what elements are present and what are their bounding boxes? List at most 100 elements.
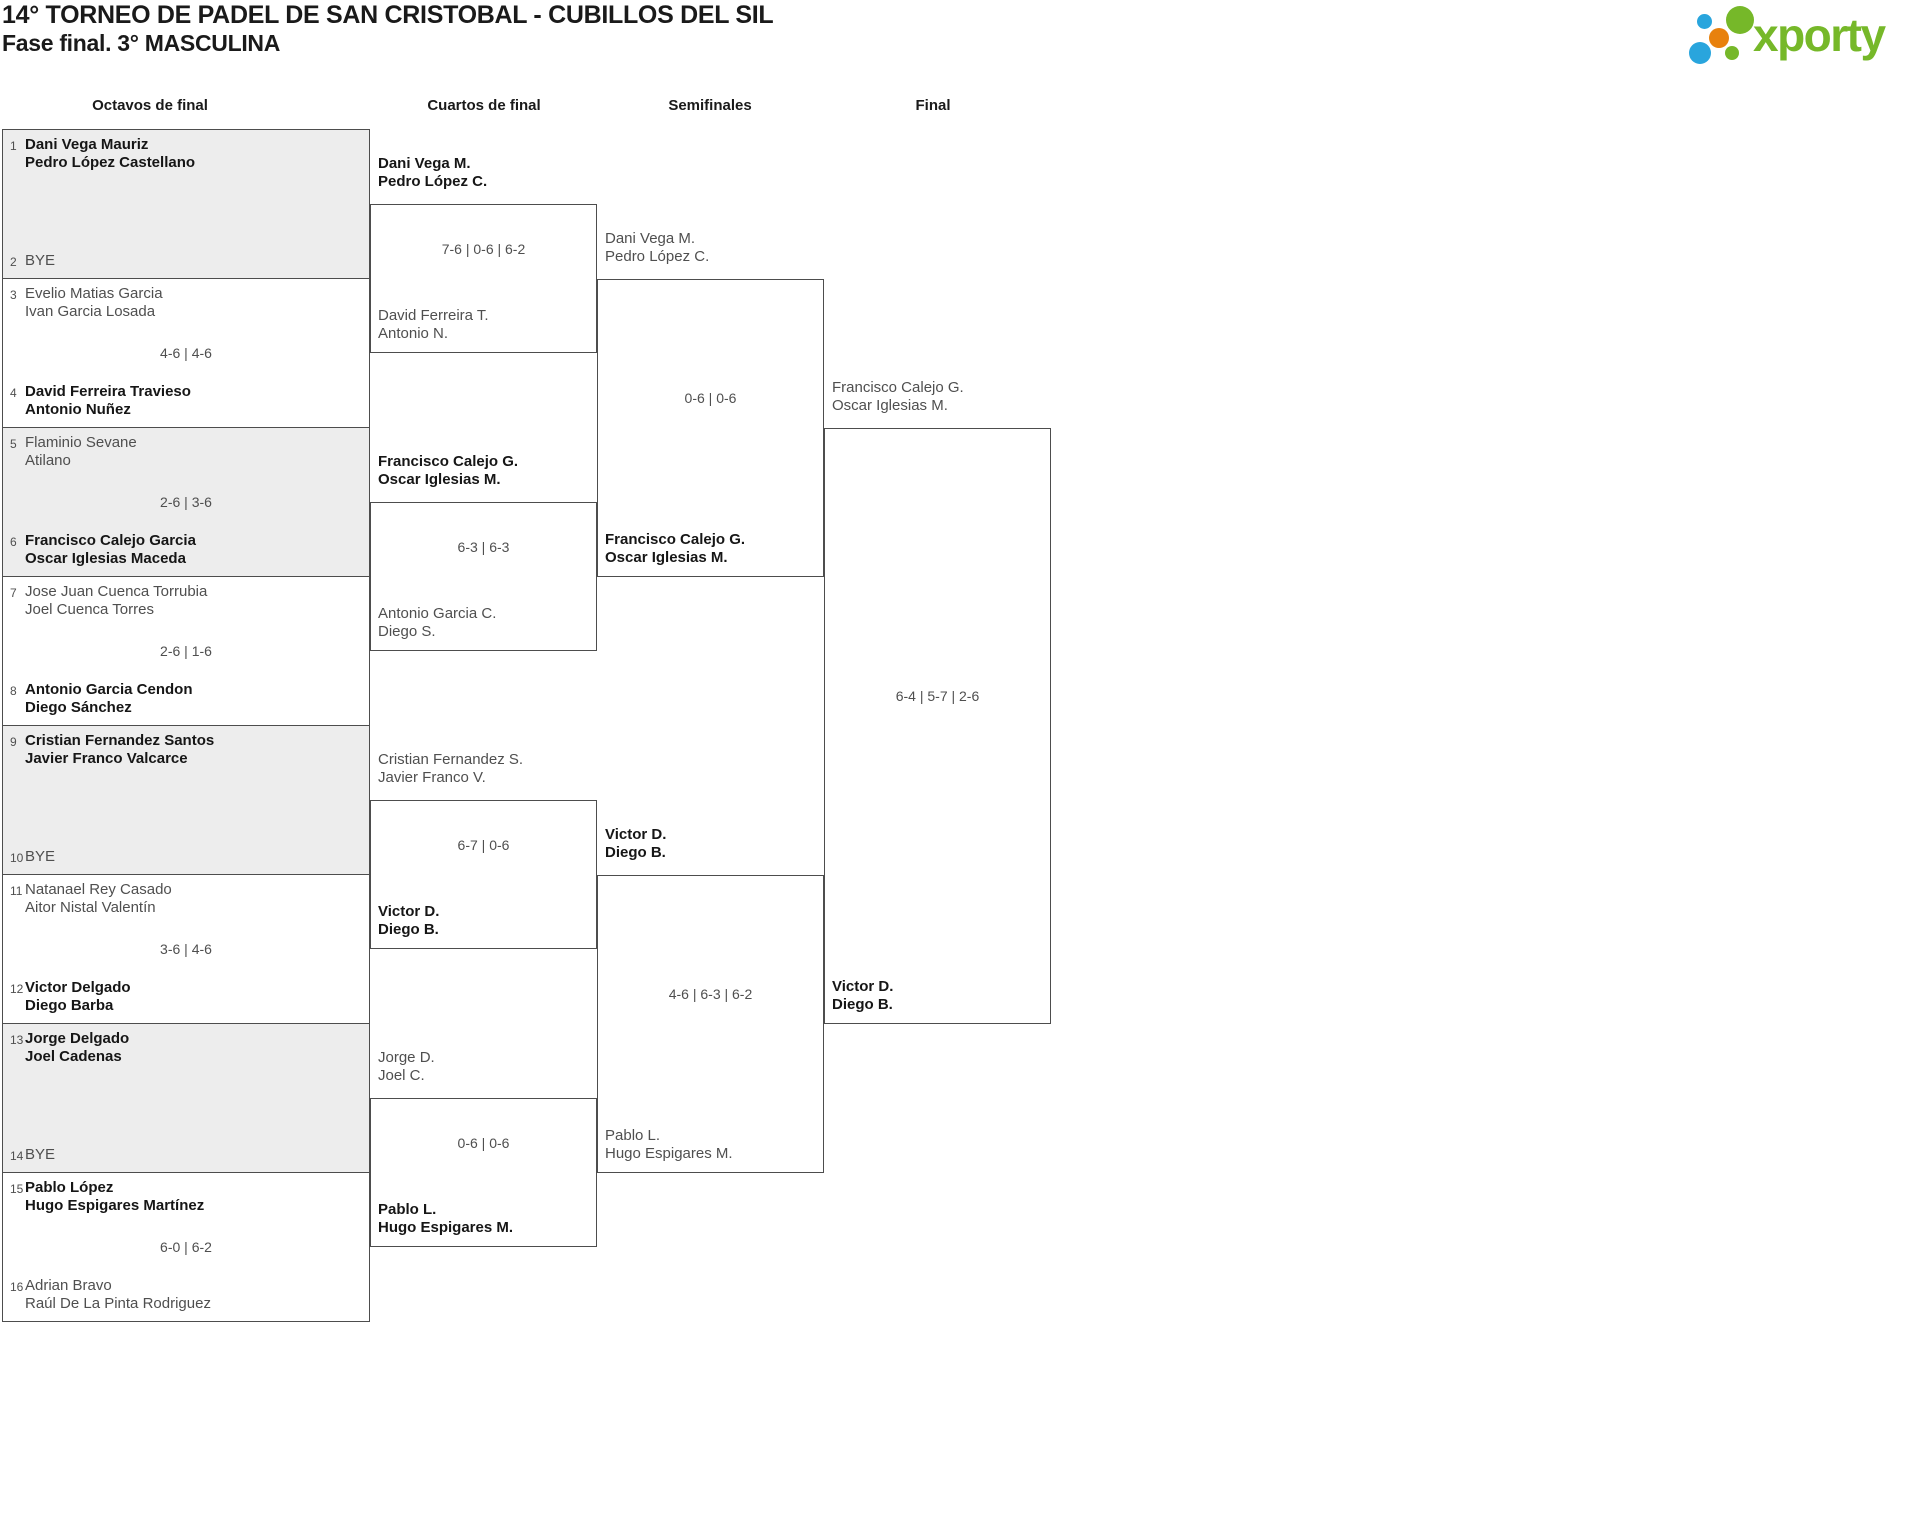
team-name-line: Antonio N. [378,325,449,342]
team-name-line: Diego Barba [25,997,114,1014]
team-label: Victor D.Diego B. [832,978,893,1014]
team-name-line: Oscar Iglesias M. [378,471,501,488]
team-name-line: Jorge D. [378,1049,435,1066]
team-name-line: Jose Juan Cuenca Torrubia [25,583,208,600]
team-name-line: Raúl De La Pinta Rodriguez [25,1295,211,1312]
team-label: Francisco Calejo G.Oscar Iglesias M. [832,379,964,415]
team-name-line: BYE [25,1146,56,1163]
team-label: Dani Vega M.Pedro López C. [378,155,487,191]
team-name-line: Pablo L. [605,1126,661,1144]
match-score: 6-4 | 5-7 | 2-6 [895,687,980,704]
team-name-line: Hugo Espigares Martínez [25,1197,205,1214]
seed-number: 13 [10,1033,24,1047]
match-score: 4-6 | 4-6 [160,345,212,361]
team-name: BYE [25,252,368,270]
match-box [824,427,1051,1024]
seed-number: 14 [10,1149,24,1163]
match-score: 3-6 | 4-6 [160,941,212,957]
team-name-line: Joel Cuenca Torres [25,601,154,618]
team-name-line: Aitor Nistal Valentín [25,899,156,916]
logo-wordmark: xporty [1753,9,1886,61]
team-label: David Ferreira T.Antonio N. [378,307,489,343]
team-label: Pablo L.Hugo Espigares M. [378,1201,513,1237]
team-name-line: Atilano [25,452,71,469]
team-name-line: Diego S. [378,623,436,640]
team-name-line: Hugo Espigares M. [378,1219,514,1236]
xporty-logo[interactable]: xporty [1689,6,1914,70]
team-name-line: Dani Vega M. [378,155,471,172]
team-name-line: Oscar Iglesias Maceda [25,550,186,567]
team-name-line: Diego B. [378,921,439,938]
team-name-line: Natanael Rey Casado [25,881,172,898]
round-header: Final [915,97,951,114]
team-slot: 2 BYE [3,252,368,270]
team-name-line: Pablo L. [378,1201,437,1218]
team-name-line: Cristian Fernandez S. [378,751,524,768]
team-name-line: David Ferreira T. [378,307,489,324]
team-name-line: Pedro López C. [605,247,710,265]
match-box [597,874,824,1173]
match-score: 2-6 | 1-6 [160,643,212,659]
match-score: 6-7 | 0-6 [457,836,510,853]
tournament-subtitle: Fase final. 3° MASCULINA [2,30,281,56]
team-name-line: Ivan Garcia Losada [25,303,156,320]
tournament-title: 14° TORNEO DE PADEL DE SAN CRISTOBAL - C… [2,1,774,29]
match-box [370,204,597,353]
seed-number: 2 [10,255,17,269]
match-score: 0-6 | 0-6 [684,389,737,406]
match-score: 6-0 | 6-2 [160,1239,212,1255]
team-name-line: Victor D. [378,903,440,920]
team-name-line: Dani Vega Mauriz [25,136,149,153]
team-name-line: Pedro López C. [378,173,488,190]
team-name-line: Antonio Garcia C. [378,605,497,622]
seed-number: 11 [10,884,23,898]
logo-dot-green-large [1726,6,1754,34]
logo-dot-blue-small [1697,14,1712,29]
seed-number: 7 [10,586,17,600]
team-name: BYE [25,1146,368,1164]
team-label: Pablo L.Hugo Espigares M. [605,1127,733,1163]
match-score: 0-6 | 0-6 [457,1134,510,1151]
team-name-line: Victor D. [605,825,667,843]
seed-number: 4 [10,386,17,400]
match-score: 2-6 | 3-6 [160,494,212,510]
team-label: Francisco Calejo G.Oscar Iglesias M. [605,531,745,567]
logo-dot-blue-large [1689,42,1711,64]
team-name-line: Javier Franco V. [378,769,486,786]
team-name-line: Oscar Iglesias M. [832,396,948,414]
team-label: Victor D.Diego B. [378,903,439,939]
match-box [370,502,597,651]
match-score: 4-6 | 6-3 | 6-2 [668,985,753,1002]
logo-dot-orange [1709,28,1729,48]
round-header: Cuartos de final [427,97,541,114]
team-name-line: Evelio Matias Garcia [25,285,163,302]
match-score: 7-6 | 0-6 | 6-2 [441,240,526,257]
round-header: Semifinales [668,97,752,114]
match-box [370,800,597,949]
match-score: 6-3 | 6-3 [457,538,510,555]
seed-number: 6 [10,535,17,549]
team-name-line: Francisco Calejo G. [605,530,746,548]
seed-number: 3 [10,288,17,302]
